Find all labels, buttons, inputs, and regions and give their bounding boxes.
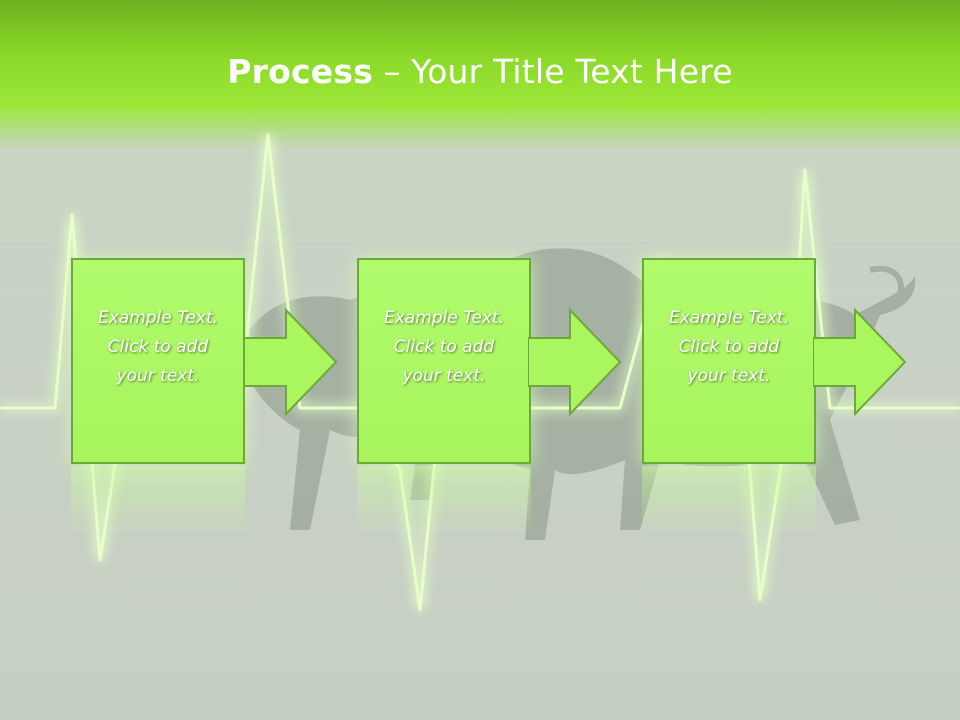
step-1-box[interactable]: Example Text. Click to add your text. [71,258,245,464]
step-3-box[interactable]: Example Text. Click to add your text. [642,258,816,464]
step-2-text: Example Text. Click to add your text. [383,307,505,386]
step-1-reflection [71,466,245,536]
step-1-text: Example Text. Click to add your text. [97,307,219,386]
step-3-reflection [642,466,816,536]
header-band [0,0,960,150]
title-rest: – Your Title Text Here [373,52,733,91]
arrow-right-icon [528,308,622,416]
arrow-right-icon [813,308,907,416]
step-2-box[interactable]: Example Text. Click to add your text. [357,258,531,464]
title-bold: Process [227,52,374,91]
page-title: Process – Your Title Text Here [0,52,960,91]
step-2-reflection [357,466,531,536]
arrow-right-icon [244,308,338,416]
step-3-text: Example Text. Click to add your text. [668,307,790,386]
